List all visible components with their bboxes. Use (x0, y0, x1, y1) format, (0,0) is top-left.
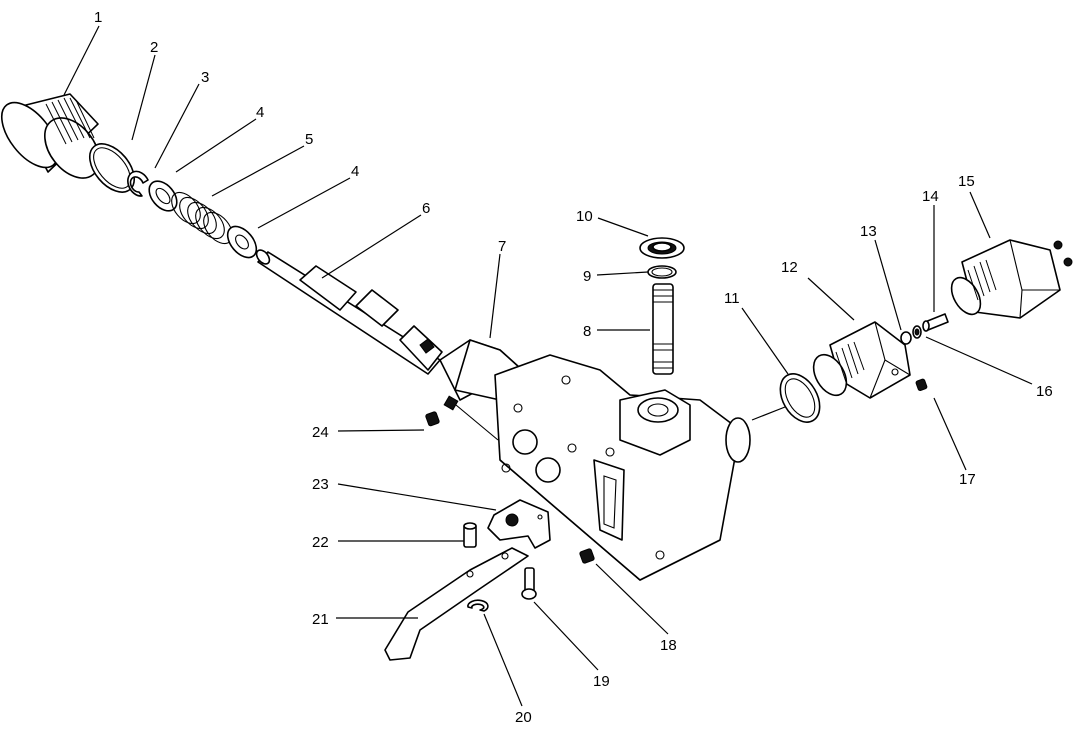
part-7-valve-body (439, 339, 751, 581)
label-4b: 4 (351, 163, 359, 180)
label-5: 5 (305, 131, 313, 148)
part-20-clip (467, 599, 489, 612)
part-12-adapter (812, 321, 911, 399)
part-9-o-ring (647, 265, 677, 279)
label-15: 15 (958, 173, 975, 190)
label-2: 2 (150, 39, 158, 56)
part-1-threaded-cap (0, 93, 100, 179)
part-6-spool (255, 249, 443, 375)
label-11: 11 (724, 290, 740, 307)
label-23: 23 (312, 476, 329, 493)
part-2-o-ring (88, 143, 136, 193)
label-17: 17 (959, 471, 976, 488)
part-24-set-screw (425, 411, 440, 427)
label-9: 9 (583, 268, 591, 285)
label-16: 16 (1036, 383, 1053, 400)
part-13-small-ring (900, 331, 912, 345)
part-21-lever (384, 547, 529, 661)
label-19: 19 (593, 673, 610, 690)
label-7: 7 (498, 238, 506, 255)
part-4b-washer (226, 225, 258, 259)
part-15-switch (950, 239, 1073, 319)
part-3-snap-ring (127, 170, 149, 197)
label-8: 8 (583, 323, 591, 340)
label-20: 20 (515, 709, 532, 726)
part-19-bolt (521, 567, 537, 600)
part-4a-washer (148, 180, 178, 212)
part-14-pin (922, 313, 949, 332)
label-18: 18 (660, 637, 677, 654)
leader-lines (63, 25, 1033, 707)
label-13: 13 (860, 223, 877, 240)
label-24: 24 (312, 424, 329, 441)
label-3: 3 (201, 69, 209, 86)
part-11-o-ring (751, 373, 821, 423)
part-23-cam (487, 499, 551, 549)
label-14: 14 (922, 188, 939, 205)
label-1: 1 (94, 9, 102, 26)
label-10: 10 (576, 208, 593, 225)
label-21: 21 (312, 611, 329, 628)
part-17-set-screw (915, 378, 928, 392)
part-10-seal (639, 237, 685, 259)
label-22: 22 (312, 534, 329, 551)
part-16-small-o-ring (912, 325, 922, 339)
label-4a: 4 (256, 104, 264, 121)
label-6: 6 (422, 200, 430, 217)
part-22-pin (463, 522, 477, 548)
label-12: 12 (781, 259, 798, 276)
part-18-set-screw (579, 548, 595, 564)
part-5-spring (171, 191, 233, 245)
part-8-plunger (652, 283, 674, 375)
